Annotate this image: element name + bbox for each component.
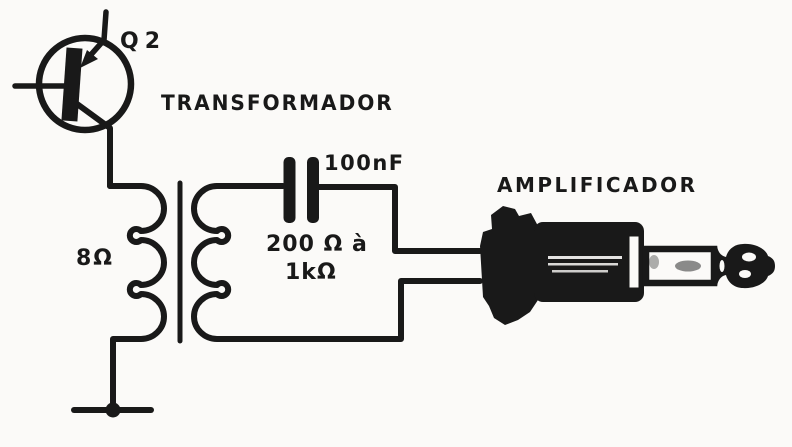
capacitor-value-label: 100nF <box>324 151 405 175</box>
plug-tip-highlight-2 <box>739 270 751 278</box>
transformer-label: TRANSFORMADOR <box>161 91 394 115</box>
ground-dot <box>105 402 121 418</box>
plug-highlight-2 <box>548 263 618 266</box>
secondary-impedance-label-line2: 1kΩ <box>285 260 337 285</box>
transformer-symbol <box>107 180 483 409</box>
primary-winding <box>107 183 167 409</box>
wire-to-plug-top <box>316 184 483 254</box>
collector-lead <box>70 98 113 189</box>
plug-highlight-1 <box>548 256 622 259</box>
plug-boot <box>480 206 538 325</box>
capacitor-symbol <box>214 157 483 254</box>
amplifier-label: AMPLIFICADOR <box>497 173 698 197</box>
secondary-winding <box>191 183 483 342</box>
plug-neck-groove <box>719 260 725 272</box>
plug-shaft <box>642 245 718 287</box>
ground-symbol <box>71 402 154 418</box>
plug-tip-highlight-1 <box>742 252 756 262</box>
plug-tip <box>712 243 775 289</box>
primary-impedance-label: 8Ω <box>76 246 115 271</box>
emitter-arrow-icon <box>80 50 98 68</box>
transistor-symbol <box>12 9 135 189</box>
plug-shaft-shade-2 <box>649 255 659 269</box>
plug-highlight-3 <box>552 270 608 273</box>
plug-barrel <box>534 222 644 302</box>
audio-plug <box>480 206 775 325</box>
emitter-lead <box>85 9 109 61</box>
plug-collar <box>626 233 642 291</box>
transistor-label: Q2 <box>120 29 167 54</box>
capacitor-plate-right <box>307 157 319 223</box>
capacitor-plate-left <box>283 157 296 223</box>
secondary-impedance-label-line1: 200 Ω à <box>266 232 368 257</box>
plug-shaft-shade-1 <box>675 260 701 272</box>
